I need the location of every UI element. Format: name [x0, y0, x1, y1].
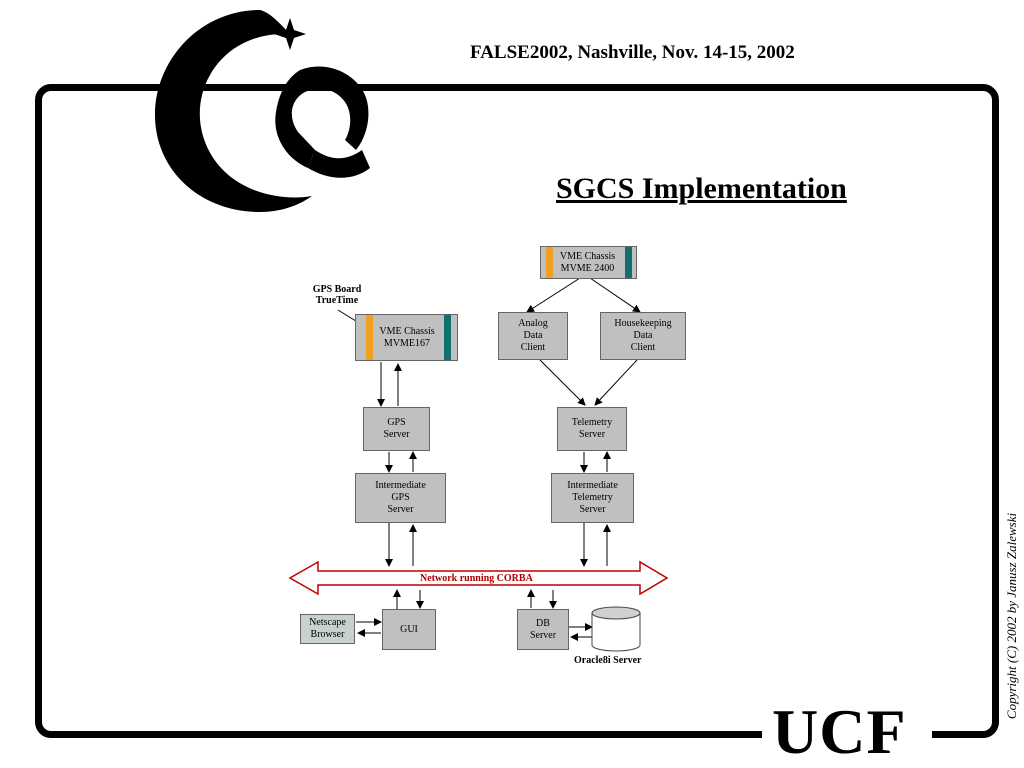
intermediate-telemetry-server: Intermediate Telemetry Server: [551, 473, 634, 523]
vme-chassis-mvme167: VME Chassis MVME167: [355, 314, 458, 361]
teal-strip: [625, 247, 632, 278]
vme-chassis-mvme2400-label: VME Chassis MVME 2400: [559, 250, 616, 274]
slide-frame: [35, 84, 999, 738]
gui-box: GUI: [382, 609, 436, 650]
gps-board-label: GPS Board TrueTime: [312, 284, 362, 306]
intermediate-gps-server: Intermediate GPS Server: [355, 473, 446, 523]
gps-server: GPS Server: [363, 407, 430, 451]
db-server: DB Server: [517, 609, 569, 650]
copyright-notice: Copyright (C) 2002 by Janusz Zalewski: [1004, 512, 1019, 720]
housekeeping-data-client: Housekeeping Data Client: [600, 312, 686, 360]
network-label: Network running CORBA: [420, 573, 533, 584]
network-arrow: [288, 560, 669, 596]
analog-data-client: Analog Data Client: [498, 312, 568, 360]
oracle-server-label: Oracle8i Server: [574, 655, 642, 666]
oracle-database-icon: [591, 606, 641, 652]
ucf-logo-background: [762, 700, 932, 768]
teal-strip: [444, 315, 451, 360]
ucf-logo-text: UCF: [772, 696, 907, 767]
vme-chassis-mvme2400: VME Chassis MVME 2400: [540, 246, 637, 279]
telemetry-server: Telemetry Server: [557, 407, 627, 451]
vme-chassis-mvme167-label: VME Chassis MVME167: [379, 325, 435, 349]
orange-strip: [546, 247, 553, 278]
conference-header: FALSE2002, Nashville, Nov. 14-15, 2002: [470, 42, 795, 63]
orange-strip: [366, 315, 373, 360]
slide-title: SGCS Implementation: [556, 172, 847, 205]
netscape-browser: Netscape Browser: [300, 614, 355, 644]
